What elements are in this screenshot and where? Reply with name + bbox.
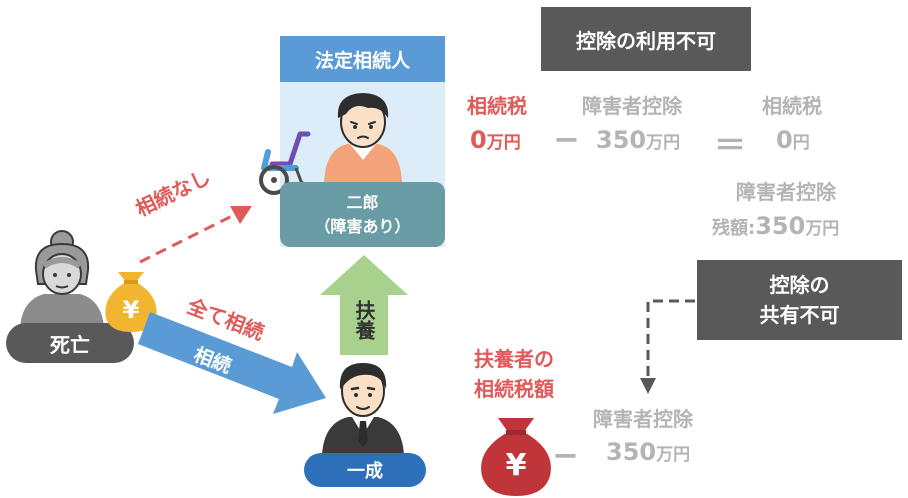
red-money-bag-yen: ¥	[476, 440, 556, 490]
remaining-value: 残額:350万円	[712, 212, 839, 240]
remaining-value-unit: 万円	[805, 219, 840, 239]
supporter-tax-label-line1: 扶養者の	[474, 347, 554, 371]
deceased-label: 死亡	[50, 332, 90, 357]
support-arrow	[320, 255, 408, 355]
jiro-person-icon	[324, 93, 402, 182]
money-bag-yen: ¥	[100, 290, 162, 330]
equals-sign: ＝	[714, 126, 747, 164]
tax-value-unit: 万円	[486, 133, 521, 153]
red-money-bag-yen-symbol: ¥	[505, 447, 527, 483]
result-value: 0円	[776, 126, 810, 154]
supporter-minus-sign: −	[552, 436, 579, 474]
share-unavailable-line2: 共有不可	[759, 303, 840, 327]
money-bag-icon	[105, 272, 157, 332]
result-value-number: 0	[776, 126, 793, 154]
supporter-tax-label: 扶養者の 相続税額	[462, 344, 566, 404]
result-label: 相続税	[762, 94, 822, 118]
deduction-value: 350万円	[596, 126, 680, 154]
heir-panel-header: 法定相続人	[280, 36, 445, 82]
issei-person-icon	[322, 363, 404, 455]
supporter-tax-label-line2: 相続税額	[474, 377, 554, 401]
supporter-deduction-label: 障害者控除	[593, 407, 693, 431]
support-label: 扶養	[340, 290, 388, 350]
remaining-value-number: 350	[755, 212, 806, 240]
support-text: 扶養	[352, 300, 376, 340]
jiro-name-card: 二郎 （障害あり）	[280, 182, 445, 247]
red-money-bag-icon	[481, 418, 551, 496]
remaining-title: 障害者控除	[736, 180, 836, 204]
share-unavailable-line1: 控除の	[769, 273, 830, 297]
grandmother-icon	[20, 230, 104, 328]
deduction-unavailable-title: 控除の利用不可	[576, 28, 716, 53]
deceased-label-pill: 死亡	[6, 323, 134, 363]
deduction-value-unit: 万円	[646, 133, 681, 153]
result-value-unit: 円	[792, 133, 810, 153]
jiro-disability-note: （障害あり）	[314, 216, 411, 236]
deduction-value-number: 350	[596, 126, 647, 154]
share-unavailable-box: 控除の 共有不可	[697, 260, 902, 340]
tax-value-number: 0	[470, 126, 487, 154]
minus-sign: −	[553, 120, 580, 158]
supporter-label-pill: 一成	[304, 453, 426, 487]
supporter-deduction-value: 350万円	[606, 438, 690, 466]
heir-panel-header-text: 法定相続人	[314, 49, 410, 72]
deduction-label: 障害者控除	[582, 94, 682, 118]
supporter-label: 一成	[347, 461, 383, 482]
tax-label: 相続税	[467, 94, 527, 118]
money-bag-yen-symbol: ¥	[122, 296, 140, 324]
supporter-deduction-value-number: 350	[606, 438, 657, 466]
jiro-name: 二郎	[346, 192, 379, 212]
tax-value: 0万円	[470, 126, 521, 154]
supporter-deduction-value-unit: 万円	[656, 445, 691, 465]
deduction-unavailable-box: 控除の利用不可	[541, 7, 751, 71]
remaining-label: 残額:	[712, 218, 756, 239]
